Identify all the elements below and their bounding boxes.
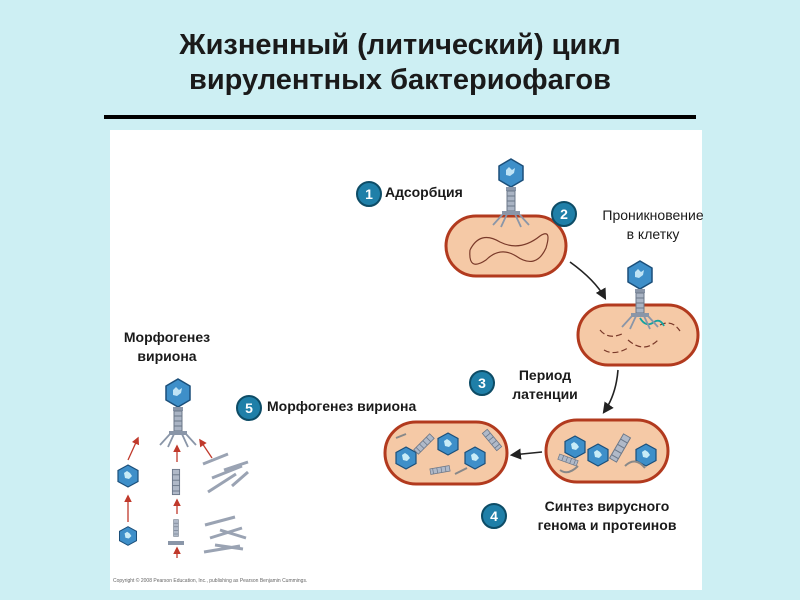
step-3-label-line-2: латенции [512,386,578,402]
flow-arrow-4 [509,448,543,460]
side-label-line-1: Морфогенез [123,329,211,345]
copyright-notice: Copyright © 2008 Pearson Education, Inc.… [113,578,308,584]
slide-title: Жизненный (литический) цикл вирулентных … [0,28,800,98]
step-2-badge: 2 [551,201,577,227]
step-2-label: Проникновение в клетку [583,206,723,244]
flow-arrow-2 [569,261,607,300]
step-5-badge: 5 [236,395,262,421]
step-5-label: Морфогенез вириона [267,398,417,414]
step-1-label: Адсорбция [385,184,463,200]
cell-morphogenesis [383,420,509,486]
flow-arrow-3 [602,369,619,414]
step-4-badge: 4 [481,503,507,529]
step-1-badge: 1 [356,181,382,207]
virion-assembly [117,378,249,558]
step-4-label-line-2: генома и протеинов [537,517,677,533]
step-3-label-line-1: Период [518,367,572,383]
step-4-label-line-1: Синтез вирусного [544,498,670,514]
step-3-badge: 3 [469,370,495,396]
cell-latency [544,418,670,484]
step-2-label-line-1: Проникновение [602,207,704,223]
step-2-label-line-2: в клетку [626,226,680,242]
cell-adsorption [444,158,568,278]
side-label-morphogenesis: Морфогенез вириона [107,328,227,366]
title-line-2: вирулентных бактериофагов [189,64,611,96]
title-underline [104,115,696,119]
title-line-1: Жизненный (литический) цикл [179,29,621,61]
cell-penetration [576,260,700,367]
side-label-line-2: вириона [137,348,197,364]
step-4-label: Синтез вирусного генома и протеинов [516,497,698,535]
step-3-label: Период латенции [495,366,595,404]
